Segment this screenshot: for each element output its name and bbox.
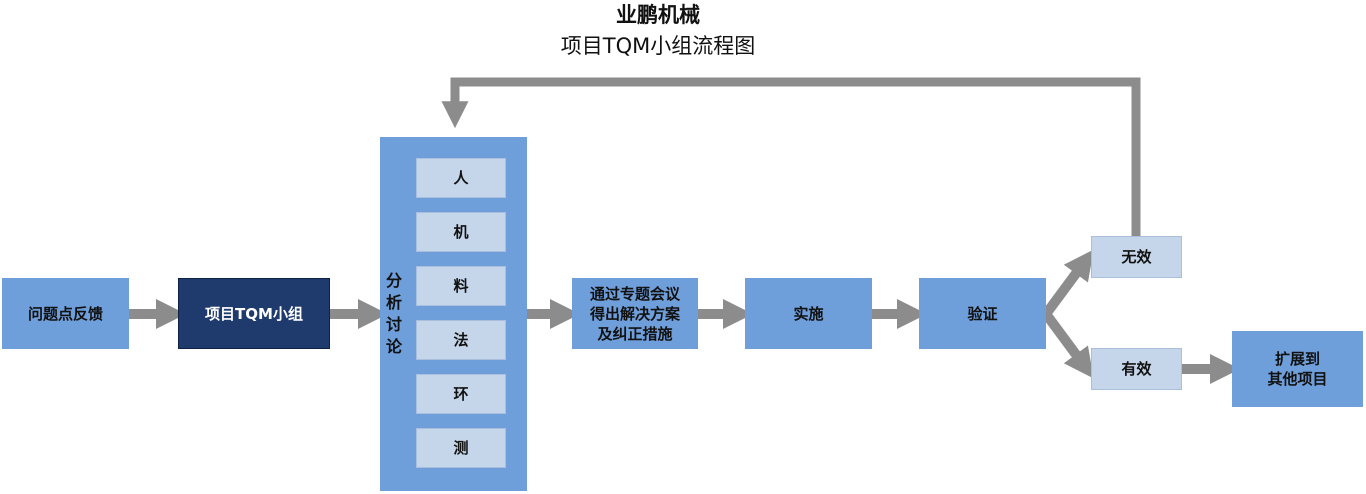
factor-man: 人 (416, 158, 506, 198)
diagram-subtitle: 项目TQM小组流程图 (560, 34, 756, 58)
invalid-label: 无效 (1121, 248, 1152, 266)
meeting-line: 及纠正措施 (597, 324, 673, 343)
analysis-label: 分 析 讨 论 (384, 270, 404, 358)
invalid-box: 无效 (1091, 236, 1182, 278)
meeting-line: 通过专题会议 (589, 284, 680, 303)
feedback-box: 问题点反馈 (2, 278, 129, 349)
factor-label: 环 (453, 385, 469, 403)
analysis-char: 论 (385, 337, 402, 356)
tqm-team-box: 项目TQM小组 (178, 278, 330, 349)
arrow-verify-to-valid (1041, 311, 1094, 379)
factor-machine: 机 (416, 212, 506, 252)
tqm-team-label: 项目TQM小组 (205, 304, 303, 323)
valid-box: 有效 (1091, 348, 1182, 390)
factor-measurement: 测 (416, 428, 506, 468)
verify-label: 验证 (967, 304, 998, 323)
feedback-loop-arrow (441, 77, 1141, 236)
factor-label: 人 (453, 169, 469, 187)
factor-label: 机 (453, 223, 469, 241)
analysis-char: 析 (385, 293, 402, 312)
factor-label: 测 (453, 439, 469, 457)
factor-label: 法 (453, 331, 469, 349)
meeting-line: 得出解决方案 (589, 304, 680, 323)
extend-line: 其他项目 (1267, 370, 1328, 388)
meeting-box: 通过专题会议 得出解决方案 及纠正措施 (572, 278, 698, 349)
extend-line: 扩展到 (1274, 350, 1320, 368)
implement-label: 实施 (793, 304, 824, 323)
factor-material: 料 (416, 266, 506, 306)
extend-box: 扩展到 其他项目 (1232, 331, 1363, 407)
analysis-char: 分 (385, 271, 402, 290)
factor-label: 料 (453, 277, 469, 295)
verify-box: 验证 (919, 278, 1046, 349)
arrow-verify-to-invalid (1041, 249, 1094, 317)
feedback-label: 问题点反馈 (27, 304, 103, 323)
implement-box: 实施 (745, 278, 872, 349)
factor-environment: 环 (416, 374, 506, 414)
diagram-title: 业鹏机械 (616, 3, 700, 27)
analysis-char: 讨 (385, 315, 402, 334)
factor-method: 法 (416, 320, 506, 360)
valid-label: 有效 (1121, 360, 1152, 378)
